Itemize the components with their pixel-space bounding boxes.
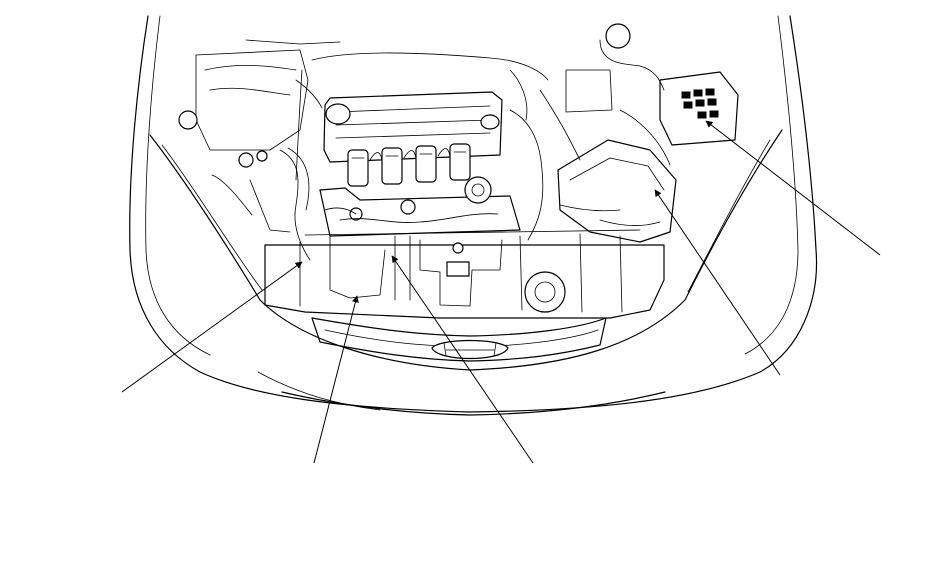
hoses-wiring <box>245 39 549 241</box>
left-components <box>178 49 323 261</box>
radiator-support <box>264 229 665 319</box>
front-grille <box>311 317 607 362</box>
callout-leaders <box>121 120 881 464</box>
honda-emblem <box>431 339 509 360</box>
engine-valve-cover <box>323 91 503 163</box>
under-hood-fuse-box <box>659 71 739 146</box>
callout-leader-lower-center-left <box>313 295 359 464</box>
callout-leader-right-upper <box>705 120 881 256</box>
callout-leader-lower-left <box>121 261 303 393</box>
ignition-coils <box>347 143 471 187</box>
hood-outline <box>129 15 818 413</box>
right-components <box>539 23 677 243</box>
callout-leader-lower-center <box>391 255 534 464</box>
callout-leader-right-middle <box>654 189 781 376</box>
front-lower-details <box>329 233 583 313</box>
